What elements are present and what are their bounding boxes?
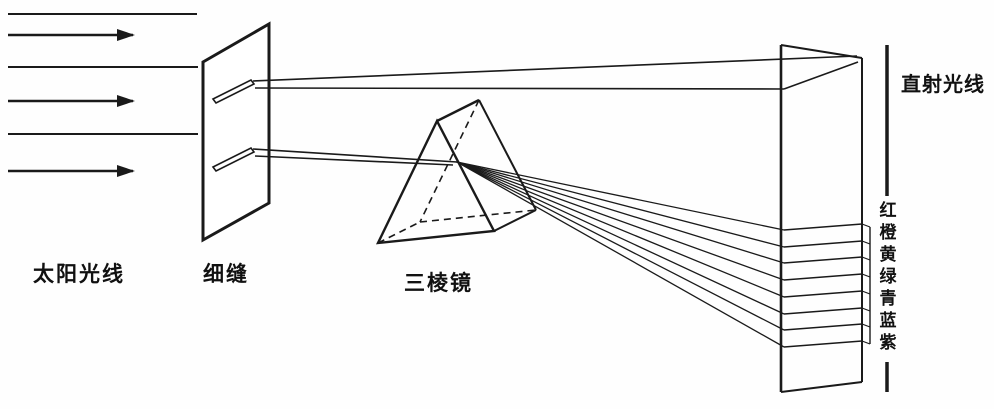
direct-beam (252, 55, 859, 90)
band-side-tick (861, 273, 871, 278)
band-line (783, 273, 863, 281)
prism-back-right-edge (478, 99, 537, 211)
direct-beam-top-edge (252, 55, 858, 82)
band-side-tick (861, 240, 871, 245)
upper-slit (211, 78, 256, 105)
band-side-tick (861, 340, 871, 345)
spectrum-ray (456, 161, 785, 248)
band-line (783, 256, 863, 264)
band-line (783, 290, 863, 298)
band-line (783, 340, 863, 348)
band-side-tick (861, 290, 871, 295)
band-line (783, 240, 863, 248)
spectrum-ray (456, 161, 785, 348)
prism-front-face (375, 118, 496, 245)
prism-hidden-edge (419, 209, 537, 223)
band-side-tick (861, 223, 871, 228)
beam-to-prism (252, 148, 458, 166)
label-color-cyan: 青 (880, 288, 897, 308)
screen-top-edge (780, 44, 863, 59)
screen-bottom-edge (780, 381, 863, 393)
dispersed-rays (456, 161, 785, 348)
slit-plate (201, 21, 271, 243)
direct-beam-on-screen (783, 61, 859, 90)
label-spectrum-colors: 红 橙 黄 绿 青 蓝 紫 (880, 200, 898, 352)
band-line (783, 323, 863, 331)
label-direct-ray: 直射光线 (901, 72, 985, 96)
band-line (783, 223, 863, 231)
label-color-yellow: 黄 (880, 244, 897, 264)
prism-top-edge (436, 98, 480, 123)
label-color-blue: 蓝 (880, 311, 897, 330)
label-color-violet: 紫 (880, 332, 897, 352)
spectrum-ray (456, 161, 785, 281)
band-side-tick (861, 323, 871, 328)
spectrum-ray (456, 161, 785, 298)
spectrum-ray (456, 161, 785, 264)
spectrum-ray (456, 161, 785, 231)
prism-bottom-right-edge (493, 209, 537, 232)
band-side-tick (861, 256, 871, 261)
label-color-red: 红 (880, 200, 897, 220)
label-prism: 三棱镜 (404, 271, 473, 295)
label-color-green: 绿 (880, 266, 898, 286)
spectrum-ray (456, 161, 785, 331)
slit-plate-board (201, 21, 271, 243)
prism (375, 98, 537, 245)
spectrum-band (783, 223, 871, 348)
prism-hidden-edge (419, 99, 480, 223)
lower-slit (211, 146, 256, 173)
prism-beam-bottom-edge (254, 155, 454, 166)
band-side-tick (861, 307, 871, 312)
label-slit: 细缝 (203, 262, 249, 286)
label-color-orange: 橙 (880, 222, 898, 242)
band-line (783, 307, 863, 315)
spectrum-ray (456, 161, 785, 315)
screen (779, 44, 863, 393)
prism-hidden-edge (377, 221, 421, 244)
prism-beam-top-edge (252, 148, 458, 163)
sunlight-rays (8, 13, 198, 177)
label-sunlight: 太阳光线 (33, 262, 125, 286)
direct-beam-bottom-edge (254, 87, 785, 90)
